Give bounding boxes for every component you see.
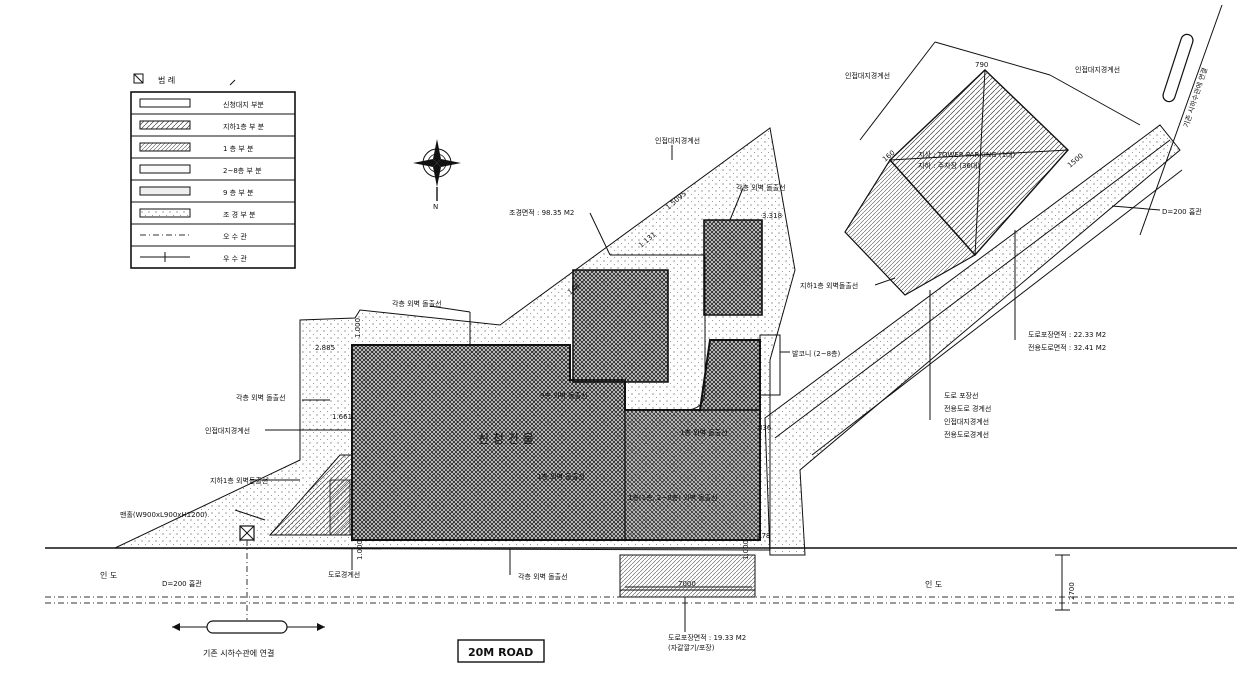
dim-7000: 7000	[678, 580, 696, 588]
label-pipe-d200-left: D=200 흄관	[162, 579, 202, 588]
label-basement-wall-2: 지하1층 외벽돌출선	[800, 281, 858, 290]
road-name-box	[457, 639, 545, 663]
label-floor-2-8: 1층(1층, 2~8층) 외벽 돌출선	[628, 493, 718, 502]
label-landscape-area: 조경면적 : 98.35 M2	[509, 208, 574, 217]
svg-text:N: N	[433, 203, 438, 211]
legend-swatch-9	[139, 186, 191, 196]
label-road-paving-sub: (자갈깔기/포장)	[668, 643, 715, 652]
label-road-paving: 도로포장면적 : 19.33 M2	[668, 633, 746, 642]
road-paving-area	[619, 554, 756, 598]
label-pipe-d200-right: D=200 흄관	[1162, 207, 1202, 216]
legend-title: 범 례	[158, 75, 175, 85]
label-building-name: 신 청 건 물	[478, 432, 534, 446]
label-private-road-area: 전용도로면적 : 32.41 M2	[1028, 343, 1106, 352]
legend-swatch-first	[139, 142, 191, 152]
dim-2700: 2700	[1068, 582, 1076, 600]
legend-title-box-icon	[133, 73, 144, 84]
label-road-boundary-2: 전용도로 경계선	[944, 404, 991, 413]
label-sidewalk-left: 인 도	[100, 570, 117, 580]
label-road-boundary: 도로경계선	[328, 570, 360, 579]
dim-3318: 3.318	[762, 212, 782, 220]
label-manhole: 맨홀(W900xL900xH1200)	[120, 510, 208, 519]
label-tower-parking-sub: 지하 : 주차장 (36대)	[918, 161, 980, 170]
legend-item-6: 오 수 관	[223, 232, 247, 241]
label-adjacent-boundary-4: 인접대지경계선	[205, 426, 250, 435]
dim-790: 790	[975, 61, 988, 69]
legend-item-7: 우 수 관	[223, 254, 247, 263]
dim-1661: 1.661	[332, 413, 352, 421]
dim-1000-right: 1.000	[742, 540, 750, 560]
label-connect-sewer-left: 기존 시하수관에 연결	[203, 648, 274, 658]
label-connect-sewer-right: 기존 시하수관에 연결	[1181, 66, 1209, 128]
balcony	[759, 334, 781, 396]
label-adjacent-boundary-1: 인접대지경계선	[655, 136, 700, 145]
label-curb-line: 도로 포장선	[944, 391, 978, 400]
label-tower-parking: 지상 : TOWER PARKING (1대)	[918, 150, 1015, 159]
north-arrow-icon: N	[413, 139, 461, 211]
label-floor-wall-b: 각층 외벽 돌출선	[392, 299, 442, 308]
legend-item-0: 신청대지 부분	[223, 100, 264, 109]
tower-parking	[844, 69, 1069, 296]
tower-block	[703, 219, 763, 316]
first-floor-part	[624, 409, 761, 541]
legend-item-2: 1 층 부 분	[223, 144, 254, 153]
ninth-floor-block	[572, 269, 669, 383]
legend: 범 례 신청대지 부분 지하1층 부 분 1 층 부 분 2~8층 부 분 9 …	[130, 73, 296, 269]
dim-2885: 2.885	[315, 344, 335, 352]
label-adjacent-boundary-3: 인접대지경계선	[1075, 65, 1120, 74]
legend-swatch-site	[139, 98, 191, 108]
pipe-left-icon	[172, 620, 325, 634]
label-floor-wall-c: 각층 외벽 돌출선	[236, 393, 286, 402]
label-road: 20M ROAD	[468, 646, 533, 659]
label-road-paving-area: 도로포장면적 : 22.33 M2	[1028, 330, 1106, 339]
label-balcony: 발코니 (2~8층)	[792, 349, 840, 358]
pipe-right-icon	[1162, 33, 1194, 103]
label-adjacent-line-2: 인접대지경계선	[944, 417, 989, 426]
legend-item-4: 9 층 부 분	[223, 188, 254, 197]
label-adjacent-boundary-2: 인접대지경계선	[845, 71, 890, 80]
label-basement-wall: 지하1층 외벽돌출선	[210, 476, 268, 485]
dim-1000b: 1.000	[354, 318, 362, 338]
dim-1500c: 1500	[1066, 152, 1085, 170]
dim-836: 836	[758, 424, 772, 432]
dim-478: 478	[757, 532, 770, 540]
label-road-boundary-3: 전용도로경계선	[944, 430, 989, 439]
label-first-wall: 1층 외벽 돌출선	[680, 428, 728, 437]
legend-swatch-2-8	[139, 164, 191, 174]
label-floor-wall-a: 각층 외벽 돌출선	[736, 183, 786, 192]
legend-item-1: 지하1층 부 분	[223, 122, 265, 131]
legend-item-3: 2~8층 부 분	[223, 166, 262, 175]
legend-item-5: 조 경 부 분	[223, 210, 256, 219]
legend-swatch-basement	[139, 120, 191, 130]
label-sidewalk-right: 인 도	[925, 579, 942, 589]
label-first-wall-2: 1층 외벽 돌출선	[537, 472, 585, 481]
legend-swatch-landscape	[139, 208, 191, 218]
private-road-strip	[764, 124, 1181, 556]
label-ninth-wall: 9층 외벽 돌출선	[540, 391, 588, 400]
dim-1000-left: 1.000	[356, 540, 364, 560]
label-floor-wall-d: 각층 외벽 돌출선	[518, 572, 568, 581]
